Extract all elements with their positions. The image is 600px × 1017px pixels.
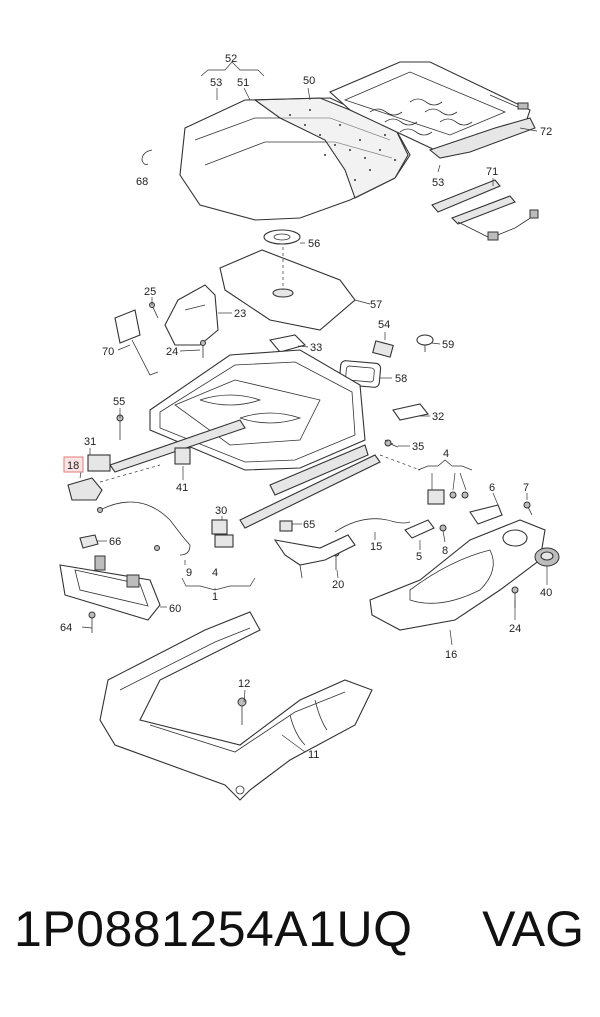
mechanism-4-part[interactable] bbox=[427, 489, 469, 505]
part-30-part[interactable] bbox=[211, 519, 234, 548]
control-panel-60-part[interactable] bbox=[59, 555, 161, 621]
callout-64[interactable]: 64 bbox=[60, 622, 72, 634]
mat-57-part[interactable] bbox=[219, 247, 356, 331]
callout-51[interactable]: 51 bbox=[237, 77, 249, 89]
plug-59-part[interactable] bbox=[416, 334, 434, 352]
sensor-56-part[interactable] bbox=[263, 229, 301, 245]
lever-6-part[interactable] bbox=[469, 504, 503, 525]
callout-35[interactable]: 35 bbox=[412, 441, 424, 453]
highlight-box bbox=[63, 456, 84, 473]
callout-18[interactable]: 18 bbox=[67, 460, 79, 472]
bracket-65-part[interactable] bbox=[279, 520, 293, 532]
connector-54-part[interactable] bbox=[372, 340, 394, 358]
callout-71[interactable]: 71 bbox=[486, 166, 498, 178]
footer: 1P0881254A1UQ VAG bbox=[0, 900, 600, 980]
callout-52[interactable]: 52 bbox=[225, 53, 237, 65]
screw-55-part[interactable] bbox=[116, 414, 124, 440]
wiring-harness-part[interactable] bbox=[431, 179, 539, 241]
callout-53b[interactable]: 53 bbox=[432, 177, 444, 189]
exploded-parts-diagram: 52 53 51 50 72 53 68 71 56 57 25 23 24 7… bbox=[59, 53, 560, 801]
clip-8-part[interactable] bbox=[439, 524, 447, 532]
callout-1[interactable]: 1 bbox=[212, 591, 218, 603]
callout-8[interactable]: 8 bbox=[442, 545, 448, 557]
brand-label: VAG bbox=[482, 901, 584, 957]
callout-24b[interactable]: 24 bbox=[509, 623, 521, 635]
cable-9-part[interactable] bbox=[97, 501, 191, 556]
cable-15-part[interactable] bbox=[334, 518, 411, 533]
base-frame-11-part[interactable] bbox=[99, 611, 373, 801]
callout-labels: 52 53 51 50 72 53 68 71 56 57 25 23 24 7… bbox=[60, 53, 552, 761]
callout-55[interactable]: 55 bbox=[113, 396, 125, 408]
callout-5[interactable]: 5 bbox=[416, 551, 422, 563]
harness-bracket-part[interactable] bbox=[273, 534, 356, 579]
callout-15[interactable]: 15 bbox=[370, 541, 382, 553]
heating-connector-part[interactable] bbox=[489, 94, 529, 110]
callout-50[interactable]: 50 bbox=[303, 75, 315, 87]
callout-57[interactable]: 57 bbox=[370, 299, 382, 311]
callout-33[interactable]: 33 bbox=[310, 342, 322, 354]
callout-9[interactable]: 9 bbox=[186, 567, 192, 579]
screw-7-part[interactable] bbox=[523, 501, 533, 516]
callout-12[interactable]: 12 bbox=[238, 678, 250, 690]
callout-20[interactable]: 20 bbox=[332, 579, 344, 591]
callout-60[interactable]: 60 bbox=[169, 603, 181, 615]
callout-56[interactable]: 56 bbox=[308, 238, 320, 250]
bracket-31-part[interactable] bbox=[87, 454, 111, 472]
side-panel-16-part[interactable] bbox=[369, 519, 546, 631]
callout-4a[interactable]: 4 bbox=[443, 448, 449, 460]
screw-25-part[interactable] bbox=[149, 302, 159, 319]
callout-6[interactable]: 6 bbox=[489, 482, 495, 494]
callout-4b[interactable]: 4 bbox=[212, 567, 218, 579]
callout-68[interactable]: 68 bbox=[136, 176, 148, 188]
callout-58[interactable]: 58 bbox=[395, 373, 407, 385]
screw-12-part[interactable] bbox=[237, 697, 247, 725]
callout-59[interactable]: 59 bbox=[442, 339, 454, 351]
release-lever-18-part[interactable] bbox=[67, 477, 103, 501]
screw-24a-part[interactable] bbox=[200, 340, 206, 359]
callout-70[interactable]: 70 bbox=[102, 346, 114, 358]
callout-23[interactable]: 23 bbox=[234, 308, 246, 320]
seat-frame-part[interactable] bbox=[109, 349, 381, 529]
part-number: 1P0881254A1UQ bbox=[14, 901, 413, 957]
callout-65[interactable]: 65 bbox=[303, 519, 315, 531]
clip-66-part[interactable] bbox=[79, 534, 99, 549]
callout-30[interactable]: 30 bbox=[215, 505, 227, 517]
seat-cover-part[interactable] bbox=[179, 97, 411, 221]
callout-40[interactable]: 40 bbox=[540, 587, 552, 599]
callout-54[interactable]: 54 bbox=[378, 319, 390, 331]
callout-25[interactable]: 25 bbox=[144, 286, 156, 298]
belt-buckle-part[interactable] bbox=[114, 309, 159, 376]
callout-66[interactable]: 66 bbox=[109, 536, 121, 548]
callout-32[interactable]: 32 bbox=[432, 411, 444, 423]
callout-31[interactable]: 31 bbox=[84, 436, 96, 448]
callout-11[interactable]: 11 bbox=[308, 749, 319, 761]
side-trim-23-part[interactable] bbox=[164, 284, 219, 346]
clip-33-part[interactable] bbox=[268, 334, 307, 353]
seat-heating-pad-part[interactable] bbox=[328, 61, 536, 159]
clip-68-part[interactable] bbox=[141, 149, 153, 165]
callout-53a[interactable]: 53 bbox=[210, 77, 222, 89]
clip-32-part[interactable] bbox=[392, 403, 429, 421]
callout-72[interactable]: 72 bbox=[540, 126, 552, 138]
bracket-41-part[interactable] bbox=[174, 447, 191, 465]
callout-16[interactable]: 16 bbox=[445, 649, 457, 661]
cap-40-part[interactable] bbox=[534, 547, 560, 567]
lever-5-part[interactable] bbox=[404, 519, 435, 539]
callout-7[interactable]: 7 bbox=[523, 482, 529, 494]
screw-64-part[interactable] bbox=[88, 611, 96, 633]
callout-24a[interactable]: 24 bbox=[166, 346, 178, 358]
callout-41[interactable]: 41 bbox=[176, 482, 188, 494]
